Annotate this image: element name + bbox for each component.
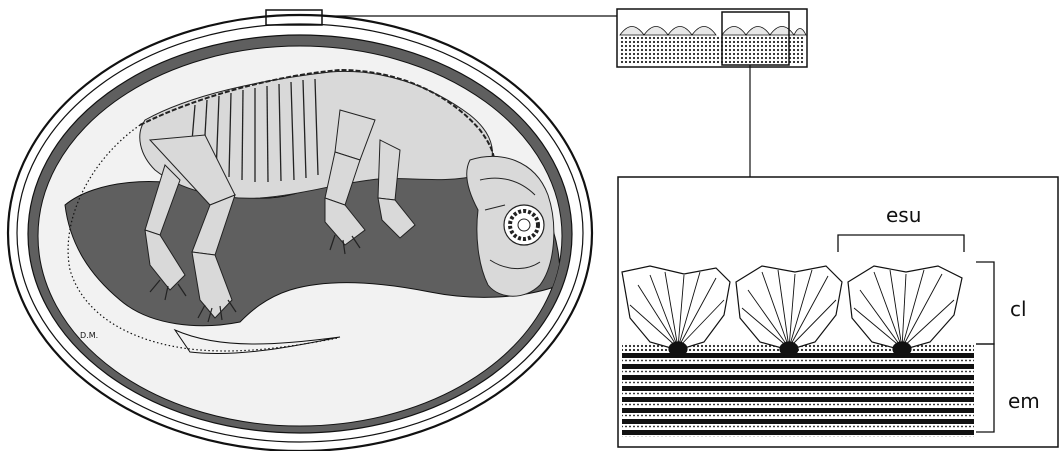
pupil <box>518 219 530 231</box>
eggshell-units <box>622 266 962 356</box>
eggshell-membrane-layer <box>622 343 974 437</box>
shell-detail-inset: esu cl em <box>618 177 1058 447</box>
em-label: em <box>1008 389 1040 413</box>
shell-section-inset <box>617 9 807 67</box>
esu-label: esu <box>886 203 921 227</box>
artist-signature: D.M. <box>80 331 98 340</box>
cl-label: cl <box>1010 297 1027 321</box>
egg: D.M. <box>8 15 592 451</box>
